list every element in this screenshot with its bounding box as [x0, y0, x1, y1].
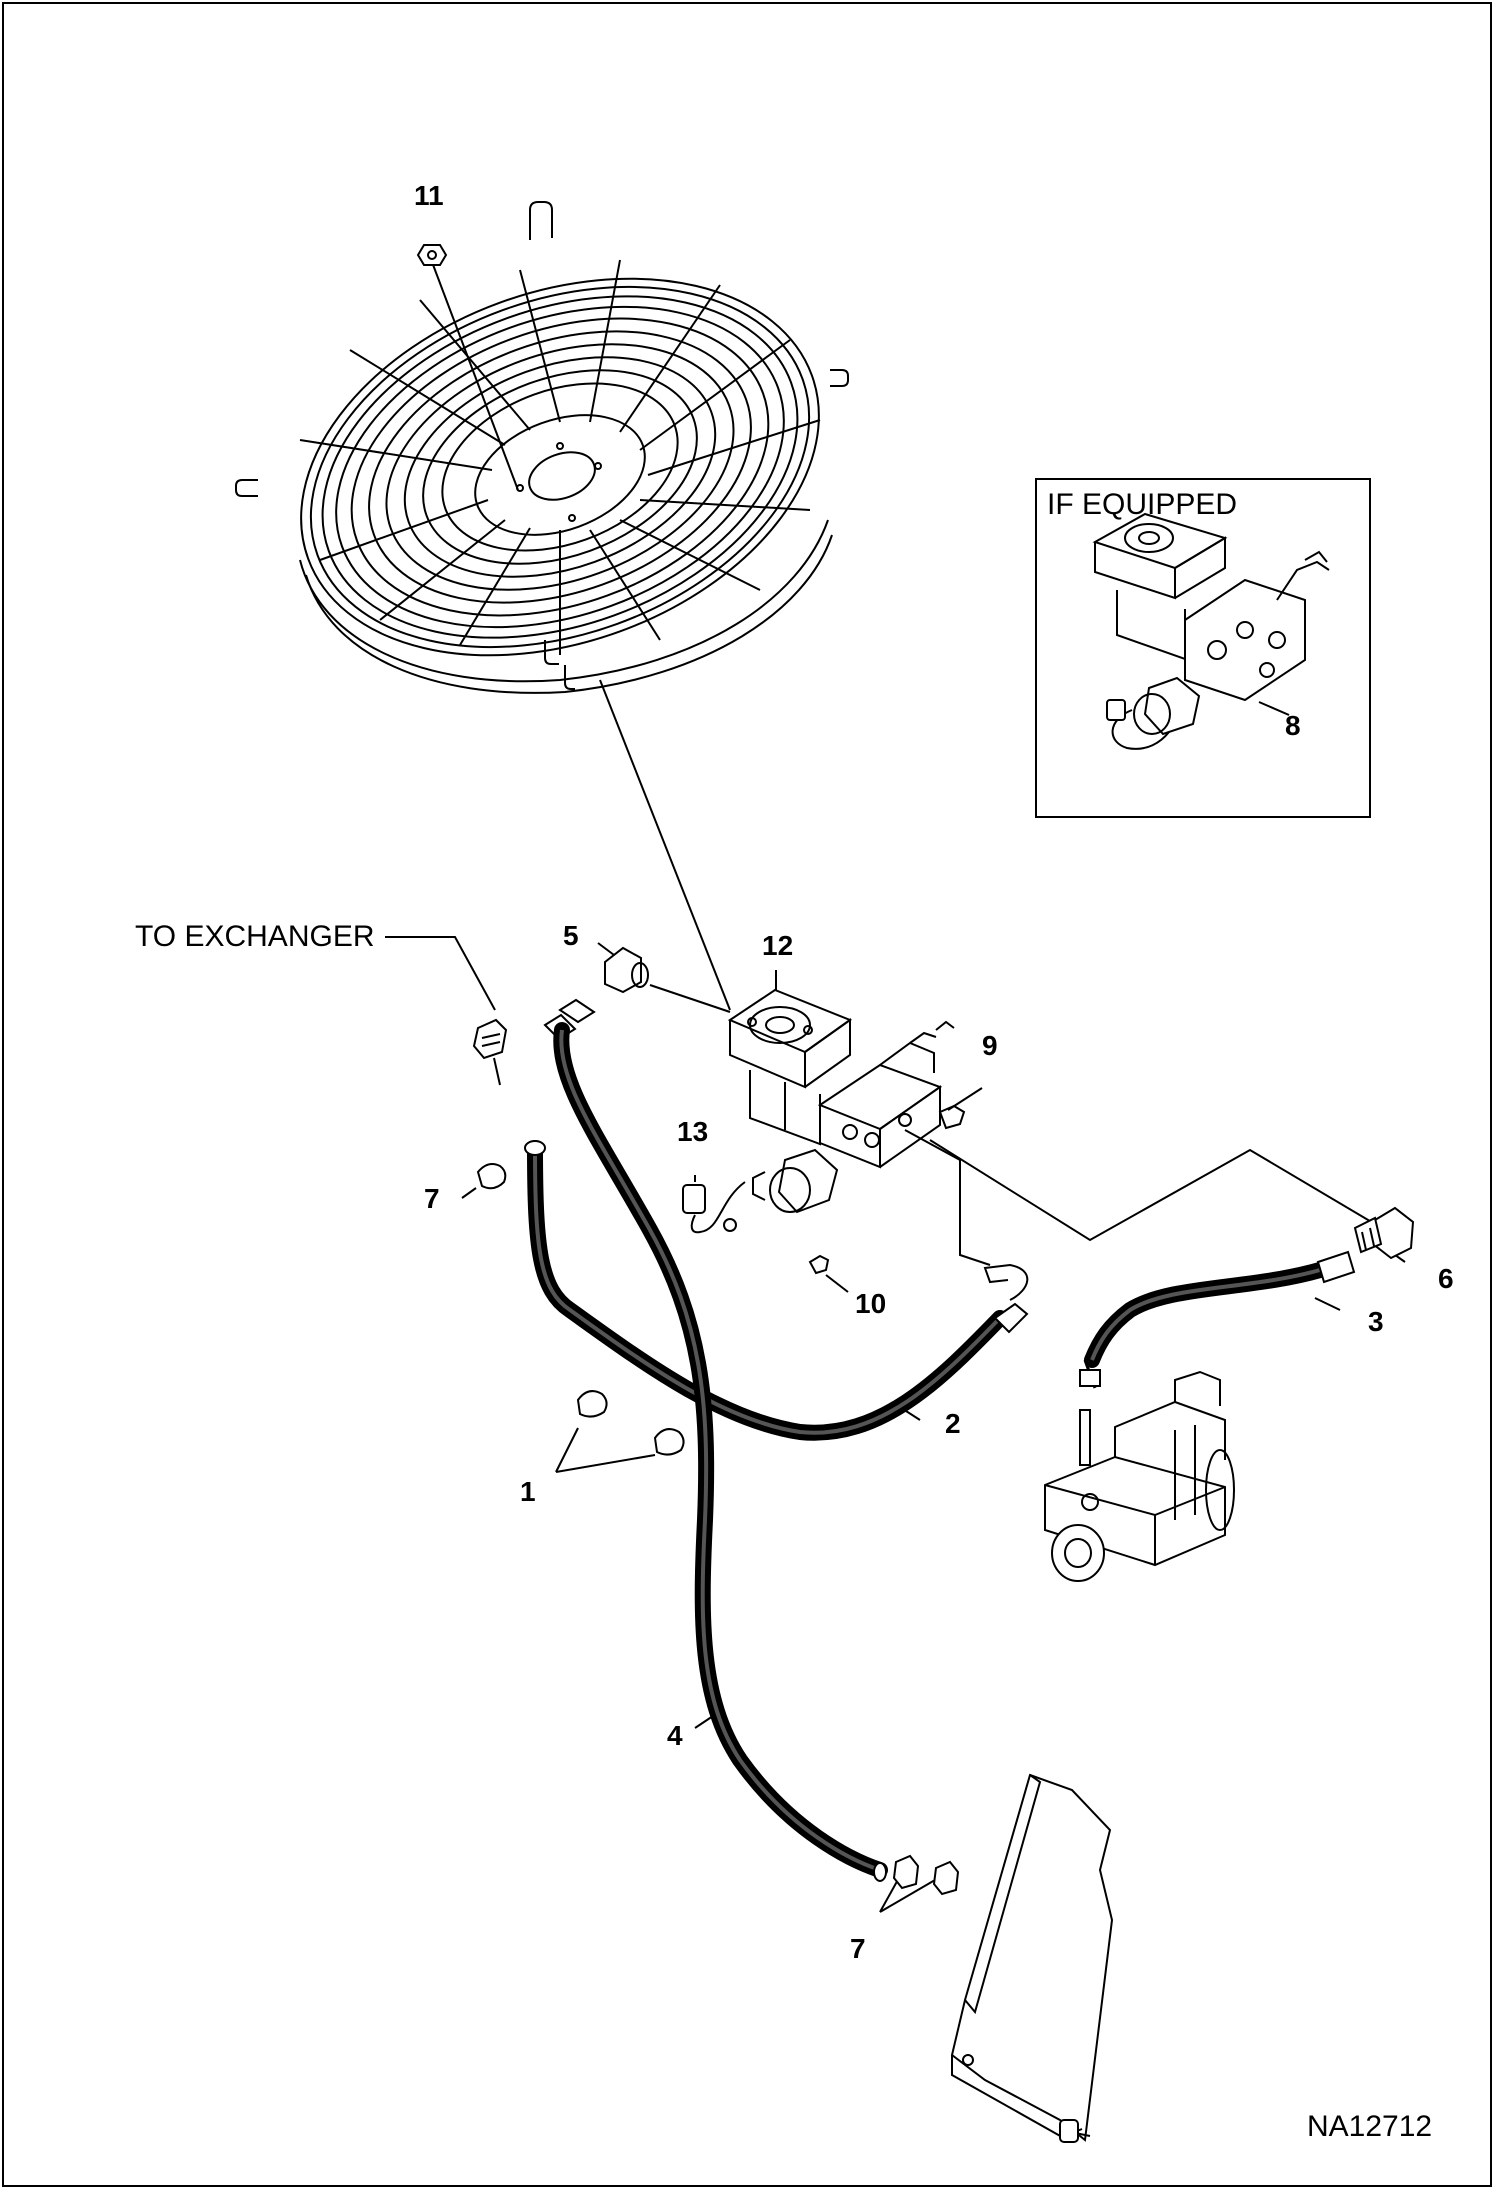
callout-6: 6 [1438, 1263, 1454, 1294]
valve-block [808, 1020, 966, 1275]
leader-7a [461, 1187, 477, 1199]
mounting-bracket [950, 1773, 1114, 2143]
leader-10 [825, 1274, 849, 1293]
drawing-number: NA12712 [1307, 2110, 1433, 2143]
exchanger-fitting [472, 1018, 508, 1086]
callout-13: 13 [677, 1116, 709, 1147]
leader-5b [649, 984, 731, 1013]
nut [416, 244, 448, 266]
callout-2: 2 [945, 1408, 961, 1439]
inset-if-equipped [1035, 478, 1371, 818]
callout-7-lower: 7 [850, 1933, 866, 1964]
callout-4: 4 [667, 1720, 683, 1751]
callout-12: 12 [762, 930, 794, 961]
fan-guard [235, 201, 849, 694]
callout-7-upper: 7 [424, 1183, 440, 1214]
hose-4 [553, 1022, 888, 1882]
callout-8: 8 [1285, 710, 1301, 741]
callout-10: 10 [855, 1288, 887, 1319]
inset-drawing [1092, 512, 1330, 750]
hose-3 [1079, 1250, 1356, 1389]
leader-1b [555, 1454, 656, 1473]
leader-valve-to-6 [929, 1139, 1386, 1242]
note-to-exchanger: TO EXCHANGER [135, 920, 375, 953]
clamp [476, 1163, 960, 1896]
callout-11: 11 [414, 180, 444, 211]
leader-11 [431, 261, 519, 491]
leader-7b-b [879, 1879, 936, 1913]
leader-valve-to-2 [904, 1129, 991, 1266]
fitting-6 [1353, 1206, 1415, 1260]
callout-3: 3 [1368, 1306, 1384, 1337]
hose-2 [524, 1140, 1029, 1441]
leader-1a [555, 1427, 579, 1473]
hydraulic-pump [1044, 1370, 1235, 1582]
callout-5: 5 [563, 920, 579, 951]
note-if-equipped: IF EQUIPPED [1047, 488, 1238, 521]
leader-fan-motor [599, 679, 731, 1011]
leader-to-exchanger [385, 936, 496, 1011]
callout-1: 1 [520, 1476, 536, 1507]
callout-9: 9 [982, 1030, 998, 1061]
hydraulic-motor [727, 988, 853, 1146]
solenoid [682, 1148, 839, 1234]
leader-3 [1314, 1297, 1341, 1311]
